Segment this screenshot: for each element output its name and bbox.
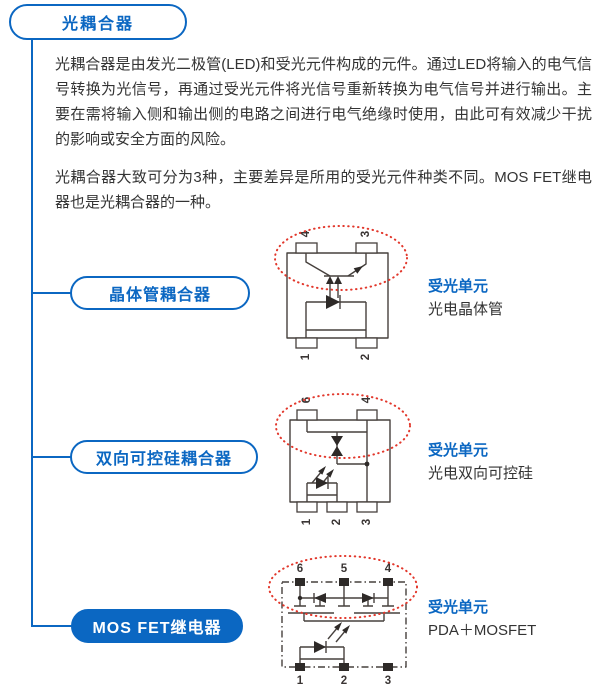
pin-number: 4 (361, 396, 373, 403)
pin-number: 3 (361, 519, 373, 525)
photodiode-array-symbol (294, 586, 394, 607)
pin (296, 409, 318, 421)
pin (356, 501, 378, 513)
tree-branch-line (31, 292, 71, 294)
pin (296, 501, 318, 513)
tree-branch-line (31, 625, 72, 627)
pin-number: 5 (341, 563, 348, 575)
mosfet-relay-diagram: 6 5 4 1 2 3 (268, 555, 418, 686)
pin (355, 242, 378, 254)
node-label: 双向可控硅耦合器 (95, 451, 232, 468)
receiver-title: 受光单元 (428, 599, 489, 616)
pin (383, 663, 393, 671)
pin-number: 6 (301, 397, 313, 403)
mosfet-symbol (288, 612, 400, 622)
receiver-type: PDA＋MOSFET (428, 622, 537, 639)
pin (326, 501, 348, 513)
pin (295, 663, 305, 671)
pin (383, 578, 393, 586)
receiver-highlight-ellipse (268, 555, 418, 619)
led-symbol (306, 477, 338, 502)
receiver-label-transistor: 受光单元 光电晶体管 (428, 275, 593, 321)
root-badge-optocoupler: 光耦合器 (9, 4, 187, 40)
pin (355, 337, 378, 349)
pin (339, 663, 349, 671)
receiver-highlight-ellipse (275, 393, 411, 459)
pin (295, 337, 318, 349)
phototransistor-symbol (305, 253, 367, 277)
pin (356, 409, 378, 421)
pin-number: 1 (300, 353, 312, 360)
intro-paragraph-1: 光耦合器是由发光二极管(LED)和受光元件构成的元件。通过LED将输入的电气信号… (55, 56, 592, 148)
pin-number: 2 (331, 519, 343, 525)
node-label: 晶体管耦合器 (108, 287, 211, 304)
receiver-highlight-ellipse (274, 225, 408, 291)
package-outline (286, 252, 389, 339)
phototriac-symbol (306, 420, 370, 502)
led-symbol (299, 641, 345, 663)
receiver-type: 光电晶体管 (428, 301, 504, 318)
node-triac-coupler: 双向可控硅耦合器 (70, 440, 258, 474)
led-symbol (305, 295, 367, 338)
light-arrows (326, 276, 342, 298)
root-badge-label: 光耦合器 (61, 16, 134, 33)
intro-paragraph-2: 光耦合器大致可分为3种，主要差异是所用的受光元件种类不同。MOS FET继电器也… (55, 169, 592, 211)
pin-number: 1 (297, 675, 304, 686)
receiver-title: 受光单元 (428, 278, 489, 295)
light-arrows (327, 622, 350, 643)
receiver-type: 光电双向可控硅 (428, 465, 534, 482)
node-label: MOS FET继电器 (92, 620, 222, 637)
node-mosfet-relay: MOS FET继电器 (71, 609, 243, 643)
pin-number: 2 (360, 354, 372, 360)
triac-coupler-diagram: 6 4 1 2 3 (275, 393, 411, 525)
receiver-label-mosfet: 受光单元 PDA＋MOSFET (428, 596, 593, 642)
pin-number: 6 (297, 563, 303, 575)
pin (295, 242, 318, 254)
tree-vertical-line (31, 40, 33, 627)
pin (295, 578, 305, 586)
node-transistor-coupler: 晶体管耦合器 (70, 276, 250, 310)
intro-text: 光耦合器是由发光二极管(LED)和受光元件构成的元件。通过LED将输入的电气信号… (55, 52, 592, 215)
tree-branch-line (31, 456, 71, 458)
receiver-title: 受光单元 (428, 442, 489, 459)
pin-number: 3 (385, 675, 391, 686)
receiver-label-triac: 受光单元 光电双向可控硅 (428, 439, 593, 485)
pin-number: 1 (301, 518, 313, 525)
pin-number: 3 (360, 231, 372, 237)
pin-number: 2 (341, 675, 347, 686)
pin (339, 578, 349, 586)
pin-number: 4 (385, 563, 392, 575)
pin-number: 4 (300, 230, 312, 237)
transistor-coupler-diagram: 4 3 1 2 (274, 225, 408, 360)
